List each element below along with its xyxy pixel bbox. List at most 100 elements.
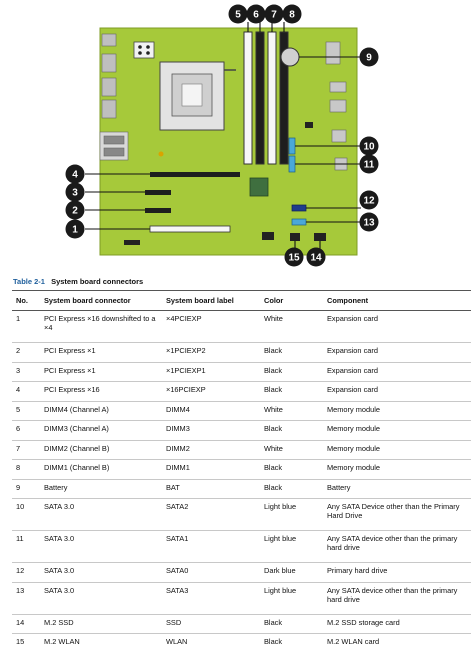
callout-label: 12	[363, 196, 375, 207]
cell-label: BAT	[162, 479, 260, 499]
cell-connector: PCI Express ×16 downshifted to a ×4	[40, 310, 162, 343]
cell-color: White	[260, 440, 323, 460]
cell-color: Black	[260, 381, 323, 402]
callout-3: 3	[65, 182, 85, 202]
callout-label: 2	[72, 206, 78, 217]
m2-wlan-slot	[290, 233, 300, 241]
cell-color: Black	[260, 342, 323, 363]
cell-connector: SATA 3.0	[40, 582, 162, 615]
sata0-port	[291, 204, 307, 212]
callout-15: 15	[284, 247, 304, 267]
cell-no: 12	[12, 562, 40, 583]
callout-label: 6	[253, 10, 259, 21]
system-board	[99, 27, 358, 256]
cell-no: 15	[16, 637, 25, 646]
system-board-connectors-table: No. System board connector System board …	[12, 290, 471, 653]
cell-connector: DIMM2 (Channel B)	[40, 440, 162, 460]
cell-label: DIMM1	[162, 459, 260, 480]
cell-no: 2	[12, 342, 40, 363]
cell-no: 11	[12, 530, 40, 563]
cell-connector: SATA 3.0	[40, 562, 162, 583]
cell-color: Light blue	[260, 530, 323, 563]
callout-label: 7	[271, 10, 277, 21]
callout-6: 6	[246, 4, 266, 24]
cell-color: White	[260, 310, 323, 343]
cell-connector: SATA 3.0	[40, 498, 162, 531]
cell-component: Memory module	[323, 459, 471, 480]
callout-lines	[85, 22, 361, 250]
callout-5: 5	[228, 4, 248, 24]
cell-component: Memory module	[323, 401, 471, 421]
callout-label: 1	[72, 225, 78, 236]
sata3-port	[291, 218, 307, 226]
callout-4: 4	[65, 164, 85, 184]
cell-connector: PCI Express ×16	[40, 381, 162, 402]
cell-color: Black	[260, 420, 323, 441]
cell-label: SSD	[162, 614, 260, 634]
cell-color: Light blue	[260, 498, 323, 531]
cell-component: M.2 WLAN card	[327, 637, 380, 646]
header-label: System board label	[162, 290, 260, 311]
cell-component: Any SATA device other than the primary h…	[323, 530, 471, 563]
sata1-port	[288, 155, 296, 173]
cell-label: ×1PCIEXP1	[162, 362, 260, 382]
cell-no: 1	[12, 310, 40, 343]
cell-component: Memory module	[323, 440, 471, 460]
cell-connector: SATA 3.0	[40, 530, 162, 563]
callout-10: 10	[359, 136, 379, 156]
cell-color: Dark blue	[260, 562, 323, 583]
callout-label: 5	[235, 10, 241, 21]
cell-label: SATA0	[162, 562, 260, 583]
callout-label: 3	[72, 188, 78, 199]
callout-8: 8	[282, 4, 302, 24]
cell-connector: DIMM3 (Channel A)	[40, 420, 162, 441]
cell-component: Expansion card	[323, 342, 471, 363]
cell-label: SATA2	[162, 498, 260, 531]
cell-no: 9	[12, 479, 40, 499]
callout-14: 14	[306, 247, 326, 267]
cell-no: 10	[12, 498, 40, 531]
cell-no: 4	[12, 381, 40, 402]
callout-11: 11	[359, 154, 379, 174]
cell-no: 7	[12, 440, 40, 460]
table-title: System board connectors	[51, 277, 144, 286]
cell-connector: M.2 SSD	[40, 614, 162, 634]
cell-label: DIMM2	[162, 440, 260, 460]
cell-connector: DIMM1 (Channel B)	[40, 459, 162, 480]
cell-component: Battery	[323, 479, 471, 499]
callout-2: 2	[65, 200, 85, 220]
callout-label: 9	[366, 53, 372, 64]
misc-headers	[124, 122, 313, 245]
power-connector	[133, 41, 155, 59]
cell-component: Any SATA device other than the primary h…	[323, 582, 471, 615]
cell-component: Expansion card	[323, 381, 471, 402]
table-header-row: No. System board connector System board …	[12, 290, 471, 311]
cpu-socket	[159, 61, 236, 131]
cell-color: Black	[264, 637, 283, 646]
header-color: Color	[260, 290, 323, 311]
cell-color: Black	[260, 479, 323, 499]
header-no: No.	[12, 290, 40, 311]
cell-label: DIMM3	[162, 420, 260, 441]
cell-no: 6	[12, 420, 40, 441]
cell-component: Expansion card	[323, 362, 471, 382]
callout-1: 1	[65, 219, 85, 239]
cell-component: Memory module	[323, 420, 471, 441]
callout-label: 14	[310, 253, 322, 264]
table-number: Table 2-1	[13, 277, 45, 286]
cell-component: Expansion card	[323, 310, 471, 343]
cell-label: SATA3	[162, 582, 260, 615]
rear-io-ports	[99, 33, 129, 161]
callout-7: 7	[264, 4, 284, 24]
